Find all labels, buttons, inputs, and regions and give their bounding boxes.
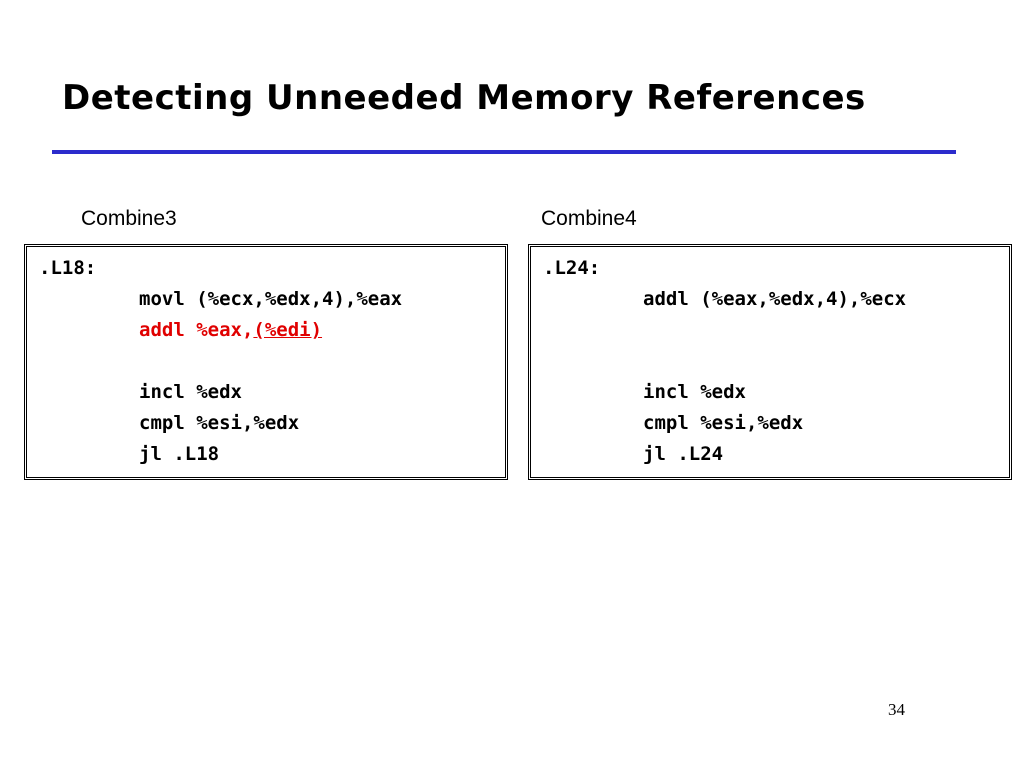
memory-operand-underlined: (%edi) xyxy=(253,319,323,341)
code-line-incl: incl %edx xyxy=(139,381,242,403)
combine3-label: Combine3 xyxy=(81,207,177,230)
title-underline-rule xyxy=(52,150,956,154)
code-line-jl: jl .L24 xyxy=(643,443,724,465)
slide-title: Detecting Unneeded Memory References xyxy=(62,78,866,118)
code-line-addl-highlighted: addl %eax,(%edi) xyxy=(139,315,322,346)
page-number: 34 xyxy=(888,700,905,719)
code-line-cmpl: cmpl %esi,%edx xyxy=(139,412,300,434)
loop-label: .L24: xyxy=(543,257,601,279)
combine3-code-box: .L18: movl (%ecx,%edx,4),%eax addl %eax,… xyxy=(24,244,508,480)
code-line-cmpl: cmpl %esi,%edx xyxy=(643,412,804,434)
code-line-jl: jl .L18 xyxy=(139,443,220,465)
code-line-addl: addl (%eax,%edx,4),%ecx xyxy=(643,288,907,310)
combine4-label: Combine4 xyxy=(541,207,637,230)
addl-instruction: addl %eax, xyxy=(139,319,254,341)
combine4-code-box: .L24: addl (%eax,%edx,4),%ecx incl %edx … xyxy=(528,244,1012,480)
code-line-movl: movl (%ecx,%edx,4),%eax xyxy=(139,288,403,310)
loop-label: .L18: xyxy=(39,257,97,279)
code-line-incl: incl %edx xyxy=(643,381,746,403)
